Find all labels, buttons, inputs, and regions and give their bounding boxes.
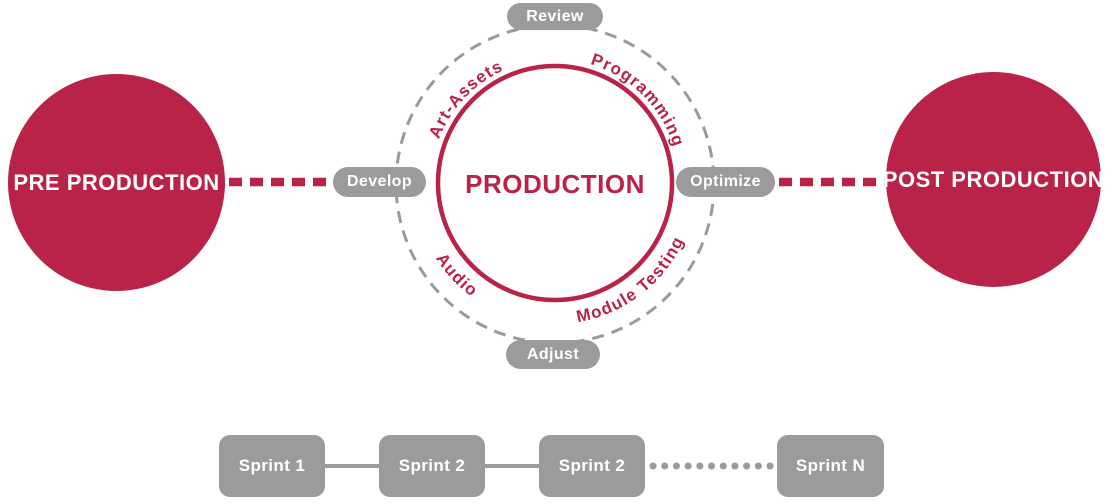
activity-label-art-assets: Art-Assets [425,56,506,141]
sprint-box-2: Sprint 2 [379,435,485,497]
pre-production-label: PRE PRODUCTION [13,169,220,195]
step-pill-review: Review [507,3,603,30]
sprint-box-3: Sprint 2 [539,435,645,497]
sprint-box-1: Sprint 1 [219,435,325,497]
sprint-box-n: Sprint N [777,435,884,497]
activity-label-audio: Audio [432,250,482,301]
step-pill-adjust: Adjust [506,340,600,369]
pre-production-circle: PRE PRODUCTION [8,74,225,291]
production-title: PRODUCTION [465,169,645,199]
activity-label-module-testing: Module Testing [575,233,688,326]
step-pill-develop: Develop [333,167,426,197]
post-production-label: POST PRODUCTION [882,166,1105,192]
production-cycle-ring [435,63,675,303]
step-pill-optimize: Optimize [676,167,775,197]
post-production-circle: POST PRODUCTION [882,72,1105,287]
